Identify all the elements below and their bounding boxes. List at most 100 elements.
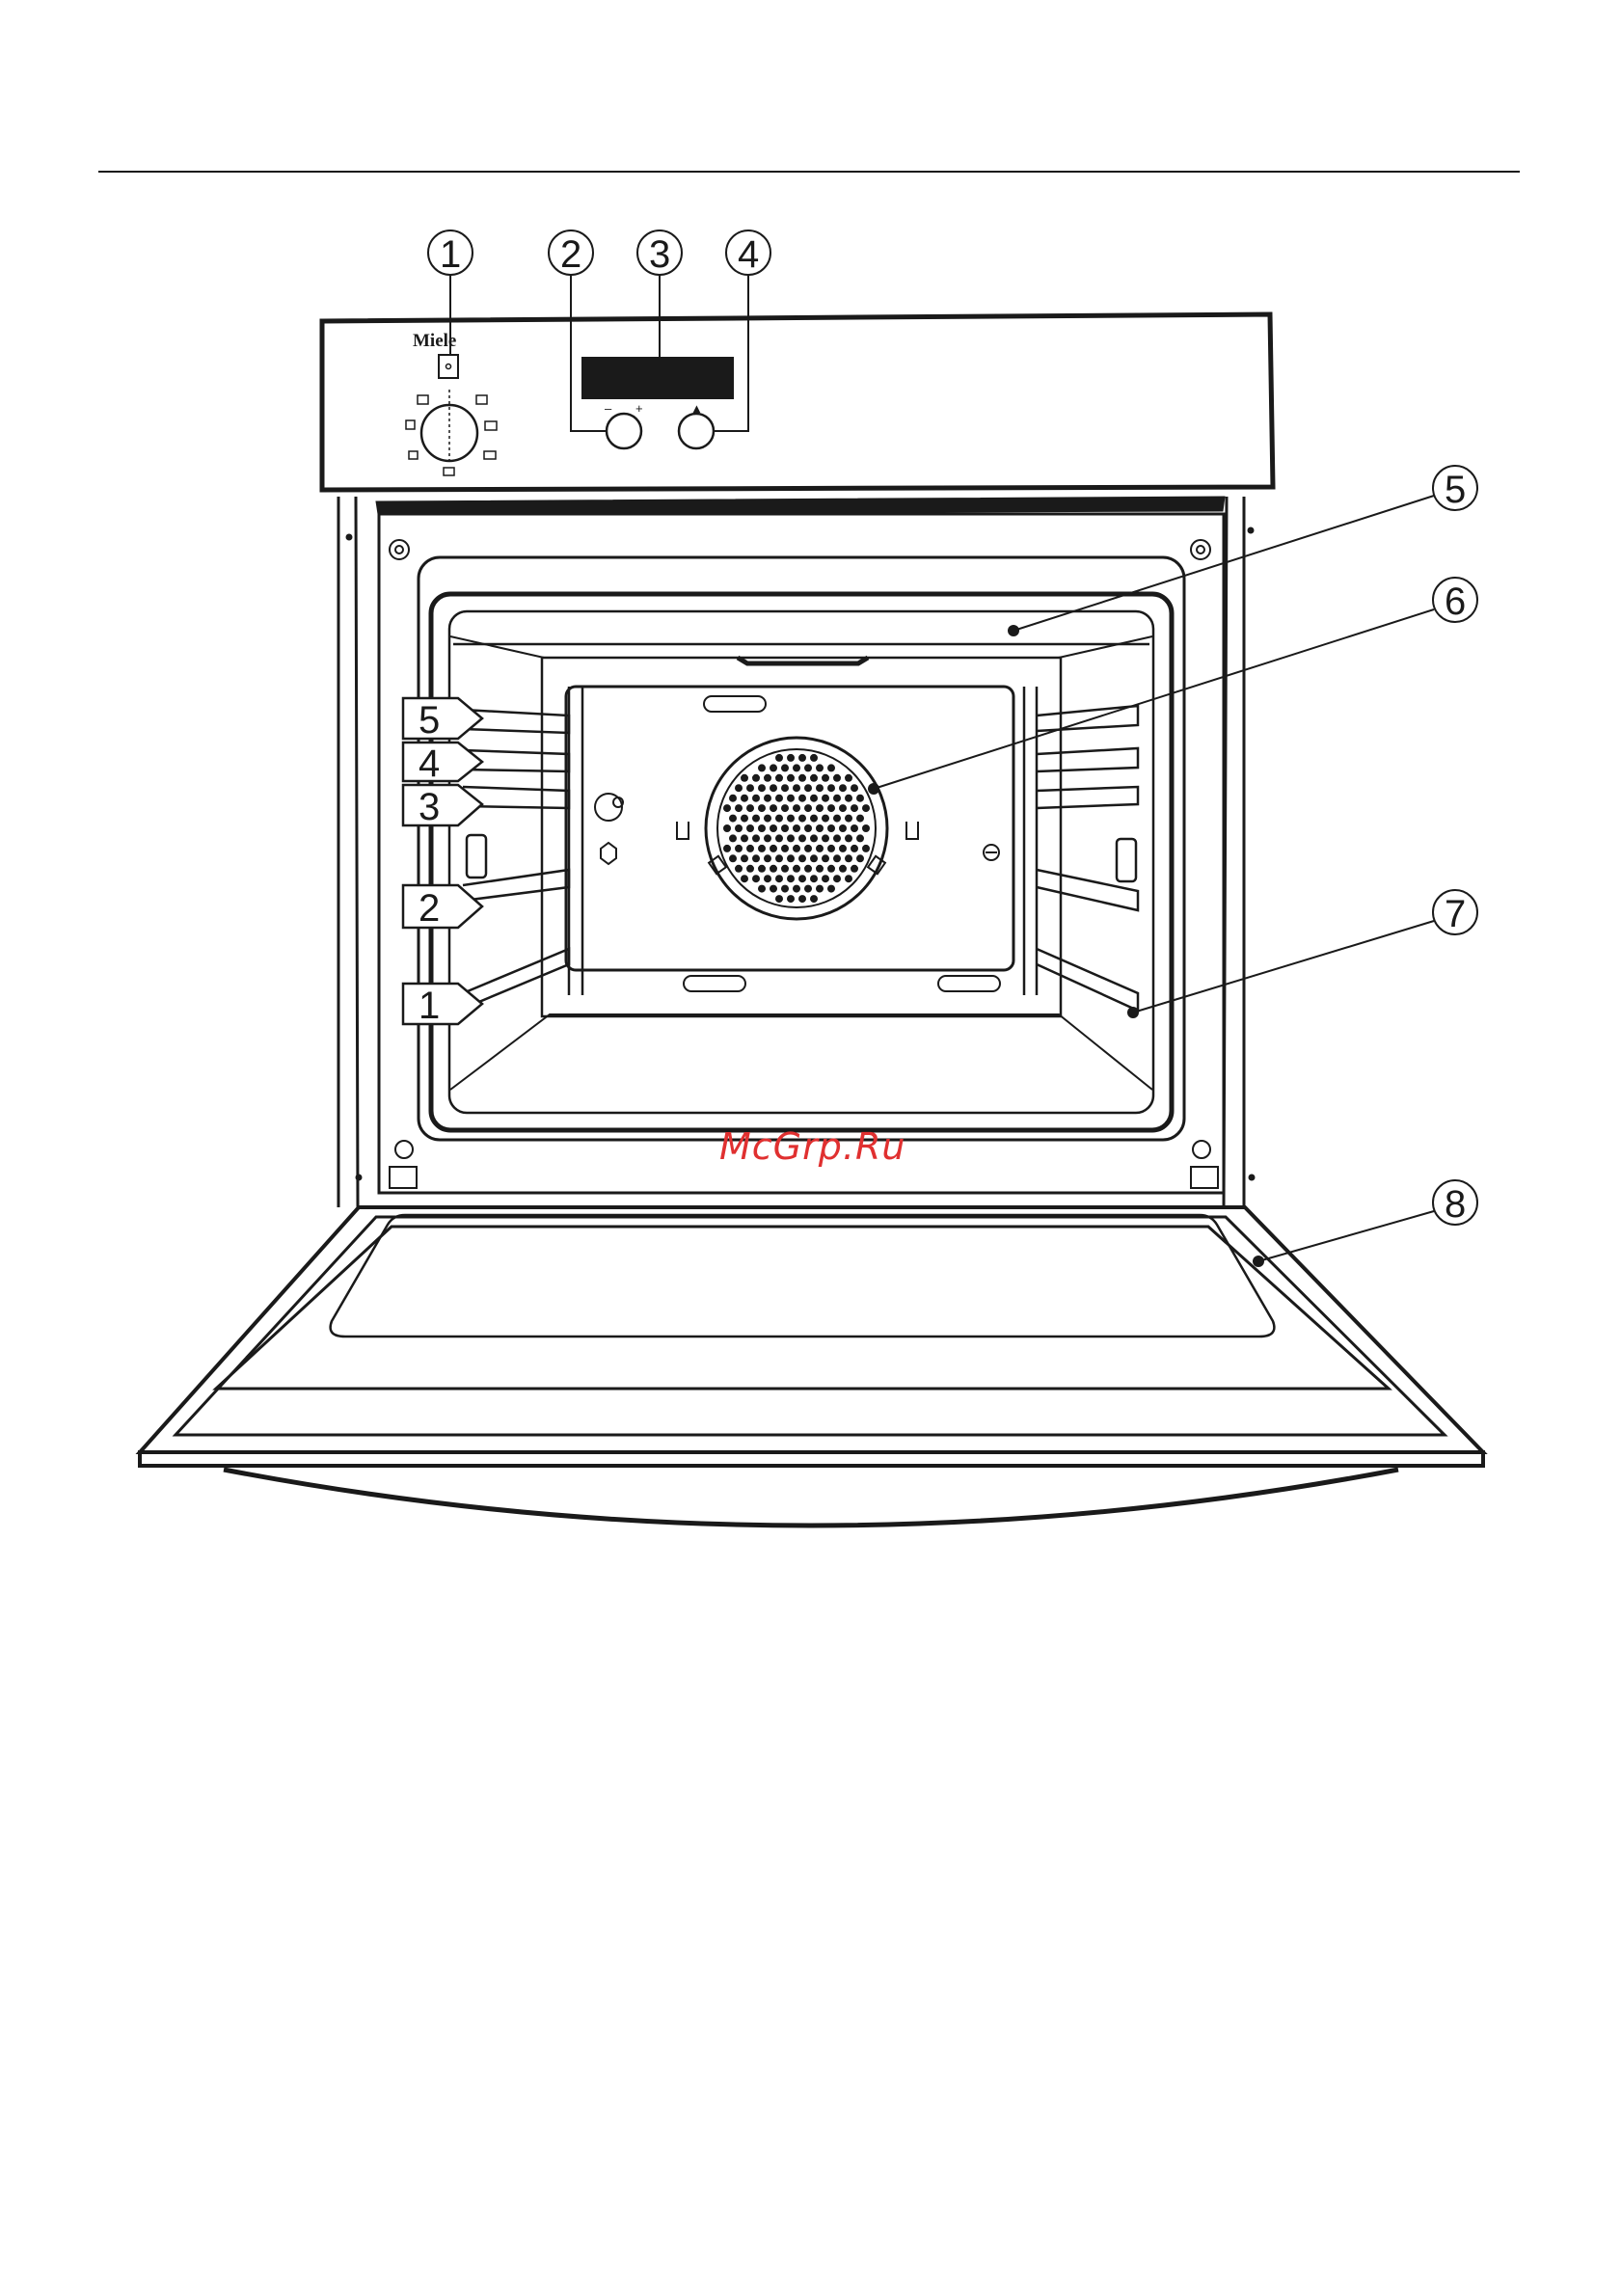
fan-hole [752, 834, 760, 842]
fan-hole [764, 815, 771, 823]
fan-hole [764, 875, 771, 882]
fan-hole [770, 764, 777, 771]
fan-hole [845, 795, 852, 802]
fan-hole [833, 774, 841, 782]
fan-hole [746, 845, 754, 852]
fan-hole [770, 885, 777, 893]
callout-label-7: 7 [1445, 893, 1466, 935]
fan-hole [723, 824, 731, 832]
fan-hole [781, 824, 789, 832]
fan-hole [804, 865, 812, 873]
fan-hole [810, 815, 818, 823]
fan-hole [822, 834, 829, 842]
fan-hole [770, 804, 777, 812]
fan-hole [804, 784, 812, 792]
fan-hole [822, 854, 829, 862]
fan-hole [746, 865, 754, 873]
shelf-tag-5 [403, 698, 482, 739]
fan-hole [764, 774, 771, 782]
fan-hole [723, 804, 731, 812]
fan-hole [775, 895, 783, 903]
fan-hole [793, 804, 800, 812]
fan-hole [775, 774, 783, 782]
fan-hole [845, 875, 852, 882]
fan-hole [851, 824, 858, 832]
fan-hole [746, 824, 754, 832]
fan-hole [810, 834, 818, 842]
fan-hole [775, 854, 783, 862]
callout-label-6: 6 [1445, 581, 1466, 623]
fan-hole [764, 854, 771, 862]
fan-hole [851, 804, 858, 812]
fan-hole [851, 865, 858, 873]
fan-hole [775, 815, 783, 823]
minus-plus-button[interactable] [607, 414, 641, 448]
fan-hole [752, 795, 760, 802]
up-label: ▲ [690, 401, 703, 416]
fan-hole [770, 865, 777, 873]
fan-hole [735, 865, 743, 873]
fan-hole [822, 875, 829, 882]
shelf-label-4: 4 [419, 743, 440, 785]
fan-hole [758, 784, 766, 792]
fan-hole [798, 754, 806, 762]
fan-hole [741, 875, 748, 882]
panel-leaders [450, 275, 748, 431]
fan-hole [845, 815, 852, 823]
minus-label: – [605, 401, 612, 416]
fan-hole [723, 845, 731, 852]
shelf-tag-4 [403, 743, 482, 781]
fan-hole [798, 834, 806, 842]
on-off-button[interactable] [439, 355, 458, 378]
fan-hole [752, 854, 760, 862]
fan-hole [827, 824, 835, 832]
fan-hole [816, 804, 824, 812]
fan-hole [787, 774, 795, 782]
fan-hole [793, 865, 800, 873]
fan-hole [787, 834, 795, 842]
fan-hole [729, 815, 737, 823]
fan-hole [856, 854, 864, 862]
fan-hole [781, 804, 789, 812]
fan-hole [793, 764, 800, 771]
fan-hole [816, 885, 824, 893]
fan-hole [735, 804, 743, 812]
fan-hole [827, 885, 835, 893]
fan-hole [804, 804, 812, 812]
fan-hole [798, 815, 806, 823]
fan-hole [816, 824, 824, 832]
fan-hole [845, 834, 852, 842]
fan-hole [845, 774, 852, 782]
fan-hole [833, 875, 841, 882]
fan-hole [810, 875, 818, 882]
fan-hole [856, 834, 864, 842]
shelf-label-3: 3 [419, 786, 440, 828]
fan-hole [764, 795, 771, 802]
fan-hole [804, 845, 812, 852]
fan-hole [752, 774, 760, 782]
fan-hole [787, 815, 795, 823]
callout-label-2: 2 [560, 233, 581, 276]
shelf-tag-2 [403, 885, 482, 928]
door-handle[interactable] [224, 1470, 1398, 1526]
fan-perforations [723, 754, 870, 903]
fan-hole [741, 774, 748, 782]
fan-hole [822, 815, 829, 823]
fan-hole [827, 784, 835, 792]
leader-dots [868, 625, 1264, 1267]
fan-hole [798, 774, 806, 782]
fan-hole [793, 824, 800, 832]
up-button[interactable] [679, 414, 714, 448]
shelf-level-tags [403, 698, 482, 1024]
shelf-label-1: 1 [419, 985, 440, 1027]
fan-hole [822, 774, 829, 782]
fan-hole [833, 815, 841, 823]
callout-label-1: 1 [440, 233, 461, 276]
fan-hole [798, 895, 806, 903]
fan-hole [810, 754, 818, 762]
fan-hole [746, 784, 754, 792]
fan-hole [798, 795, 806, 802]
fan-hole [741, 834, 748, 842]
fan-hole [775, 795, 783, 802]
